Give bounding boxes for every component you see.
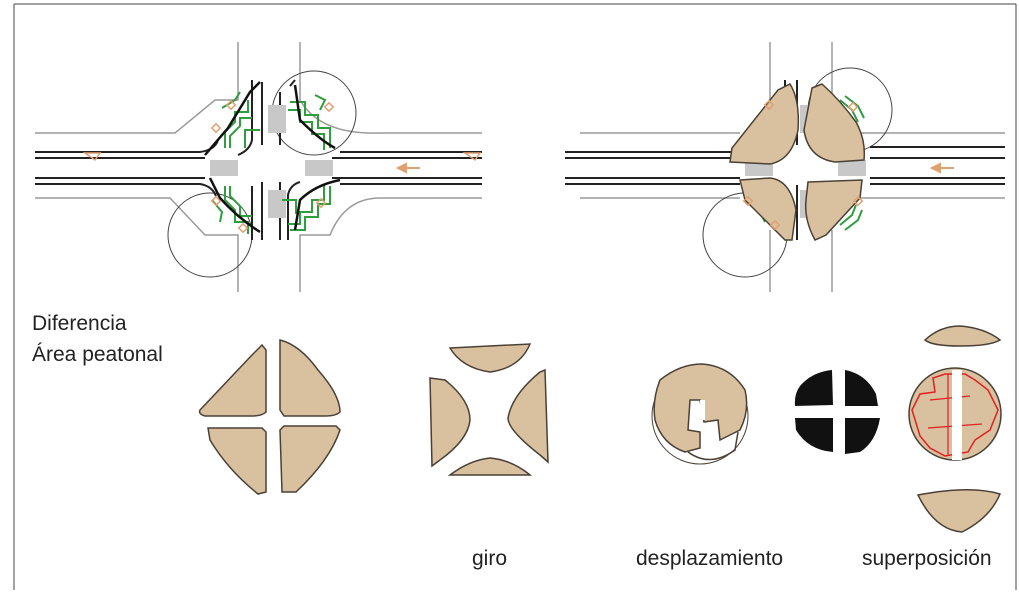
piece-left xyxy=(429,377,471,468)
piece-se xyxy=(279,425,341,493)
difference-original xyxy=(198,339,341,495)
difference-desplazamiento xyxy=(651,363,749,465)
piece-right xyxy=(507,368,549,464)
title-line-2: Área peatonal xyxy=(32,343,163,366)
intersection-after xyxy=(565,42,1005,292)
piece-ne xyxy=(279,339,341,417)
triangle-marker-icon xyxy=(462,152,482,162)
caption-giro: giro xyxy=(472,547,508,570)
diamond-marker-icon xyxy=(210,99,335,234)
sidewalk-se xyxy=(804,179,863,241)
title-line-1: Diferencia xyxy=(32,312,127,335)
diamond-marker-icon xyxy=(742,99,864,231)
triangle-marker-icon xyxy=(82,152,102,162)
left-arrow-icon xyxy=(395,162,420,174)
piece-sw xyxy=(207,427,267,495)
caption-superposicion: superposición xyxy=(862,547,992,570)
difference-black-cross xyxy=(794,370,880,454)
sidewalk-nw xyxy=(729,83,800,165)
left-arrow-icon xyxy=(929,162,954,174)
piece-top xyxy=(448,343,532,373)
piece-bottom xyxy=(447,457,533,476)
sidewalk-shapes xyxy=(729,83,866,241)
difference-giro xyxy=(429,343,549,476)
difference-superposicion xyxy=(908,325,1002,533)
caption-desplazamiento: desplazamiento xyxy=(636,547,784,570)
sidewalk-sw xyxy=(739,177,797,241)
intersection-before xyxy=(35,42,482,292)
sidewalk-ne xyxy=(803,83,866,163)
piece-nw xyxy=(198,343,267,417)
road-lines xyxy=(35,79,482,240)
